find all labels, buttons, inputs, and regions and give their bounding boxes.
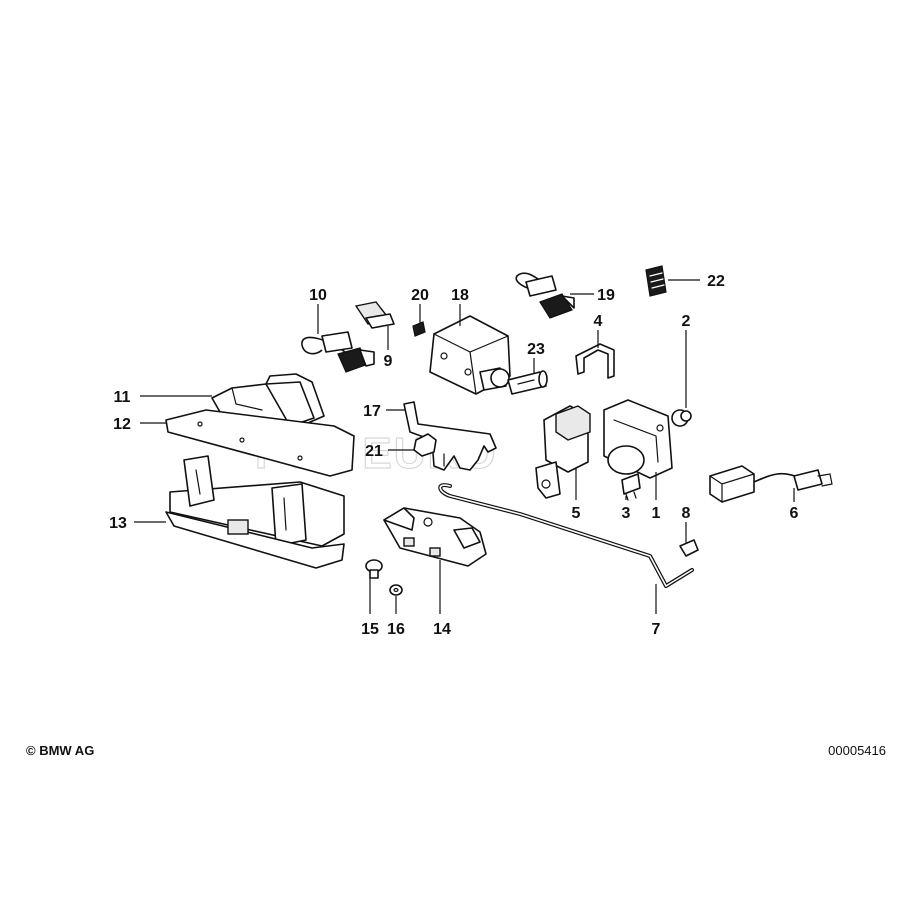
part-9-clip — [354, 301, 395, 329]
leader-lines — [134, 279, 795, 614]
callout-11: 11 — [114, 389, 131, 406]
part-12-gasket — [165, 409, 355, 477]
part-15-screw — [365, 559, 383, 579]
diagram-number: 00005416 — [828, 743, 886, 758]
callout-1: 1 — [652, 505, 661, 522]
callout-20: 20 — [411, 287, 429, 304]
part-22-spring — [645, 265, 667, 297]
callout-6: 6 — [790, 505, 799, 522]
part-2-plug — [671, 409, 692, 427]
callout-16: 16 — [387, 621, 405, 638]
callout-2: 2 — [682, 313, 691, 330]
callout-19: 19 — [597, 287, 615, 304]
part-7-rod — [438, 483, 694, 588]
callout-5: 5 — [572, 505, 581, 522]
callout-18: 18 — [451, 287, 469, 304]
callout-21: 21 — [365, 443, 383, 460]
callout-8: 8 — [682, 505, 691, 522]
part-16-washer — [389, 584, 403, 596]
part-1-lock-housing — [603, 399, 673, 479]
callout-3: 3 — [622, 505, 631, 522]
part-6-connector-plug — [709, 465, 833, 503]
callout-4: 4 — [594, 313, 603, 330]
callout-13: 13 — [109, 515, 127, 532]
callout-7: 7 — [652, 621, 661, 638]
part-10-wire-connector — [301, 331, 375, 373]
part-4-u-clip — [575, 343, 615, 379]
copyright-text: © BMW AG — [26, 743, 95, 758]
part-18-actuator — [429, 315, 511, 395]
part-23-bushing — [507, 370, 548, 395]
callout-9: 9 — [384, 353, 393, 370]
callout-23: 23 — [527, 341, 545, 358]
part-14-hinge-block — [383, 507, 487, 567]
callout-15: 15 — [361, 621, 379, 638]
callout-12: 12 — [113, 416, 131, 433]
callout-17: 17 — [363, 403, 381, 420]
callout-10: 10 — [309, 287, 327, 304]
part-13-bracket — [165, 455, 345, 569]
callout-14: 14 — [433, 621, 451, 638]
callout-labels: 10 9 20 18 19 4 2 22 23 11 12 13 17 21 5… — [109, 273, 798, 638]
part-19-wire-connector — [515, 272, 575, 319]
part-20-screw — [412, 321, 426, 337]
part-3-bolt — [621, 473, 641, 501]
part-8-bulb — [679, 539, 699, 557]
part-5-latch — [535, 405, 591, 499]
callout-22: 22 — [707, 273, 725, 290]
